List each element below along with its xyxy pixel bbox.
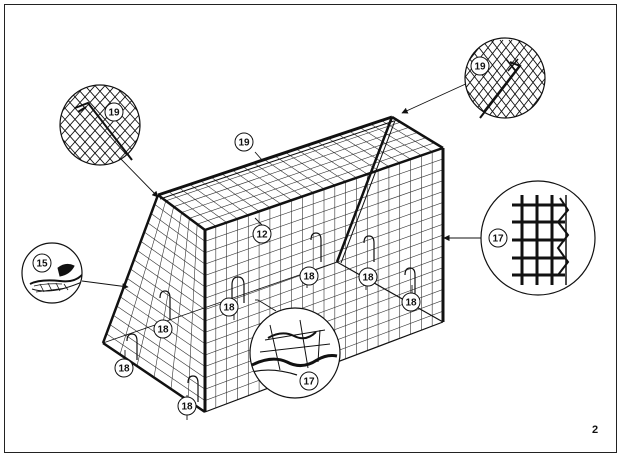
callout-label: 19 [474, 62, 486, 73]
callout-label: 18 [303, 272, 315, 283]
inset-crossbar-clip-left [59, 84, 141, 166]
page-number: 2 [592, 424, 598, 436]
callout-15: 15 [32, 253, 52, 273]
callout-label: 18 [157, 325, 169, 336]
callout-label: 18 [405, 298, 417, 309]
callout-label: 18 [362, 273, 374, 284]
inset-net-hook-right [480, 180, 596, 296]
callout-19-inset-right: 19 [470, 56, 490, 76]
page-frame [4, 4, 617, 453]
callout-12: 12 [252, 224, 272, 244]
inset-anchor-peg [21, 242, 83, 304]
callout-18-c: 18 [401, 292, 421, 312]
callout-label: 17 [303, 377, 315, 388]
callout-label: 18 [181, 402, 193, 413]
callout-18-f: 18 [114, 358, 134, 378]
callout-17-right: 17 [488, 228, 508, 248]
callout-label: 19 [108, 108, 120, 119]
callout-label: 15 [36, 259, 48, 270]
callout-19-top: 19 [234, 132, 254, 152]
callout-19-inset-left: 19 [104, 102, 124, 122]
callout-label: 17 [492, 234, 504, 245]
callout-label: 18 [223, 303, 235, 314]
inset-net-rope-bottom [249, 307, 341, 399]
side-net-left [103, 195, 205, 412]
callout-18-b: 18 [358, 267, 378, 287]
callout-18-d: 18 [219, 297, 239, 317]
callout-label: 19 [238, 138, 250, 149]
callout-18-e: 18 [153, 319, 173, 339]
callout-18-g: 18 [177, 396, 197, 416]
goal-frame [101, 115, 445, 414]
callout-label: 18 [118, 364, 130, 375]
callout-18-a: 18 [299, 266, 319, 286]
callout-label: 12 [256, 230, 268, 241]
inset-crossbar-clip-right [464, 37, 546, 119]
callout-17-bottom: 17 [299, 371, 319, 391]
